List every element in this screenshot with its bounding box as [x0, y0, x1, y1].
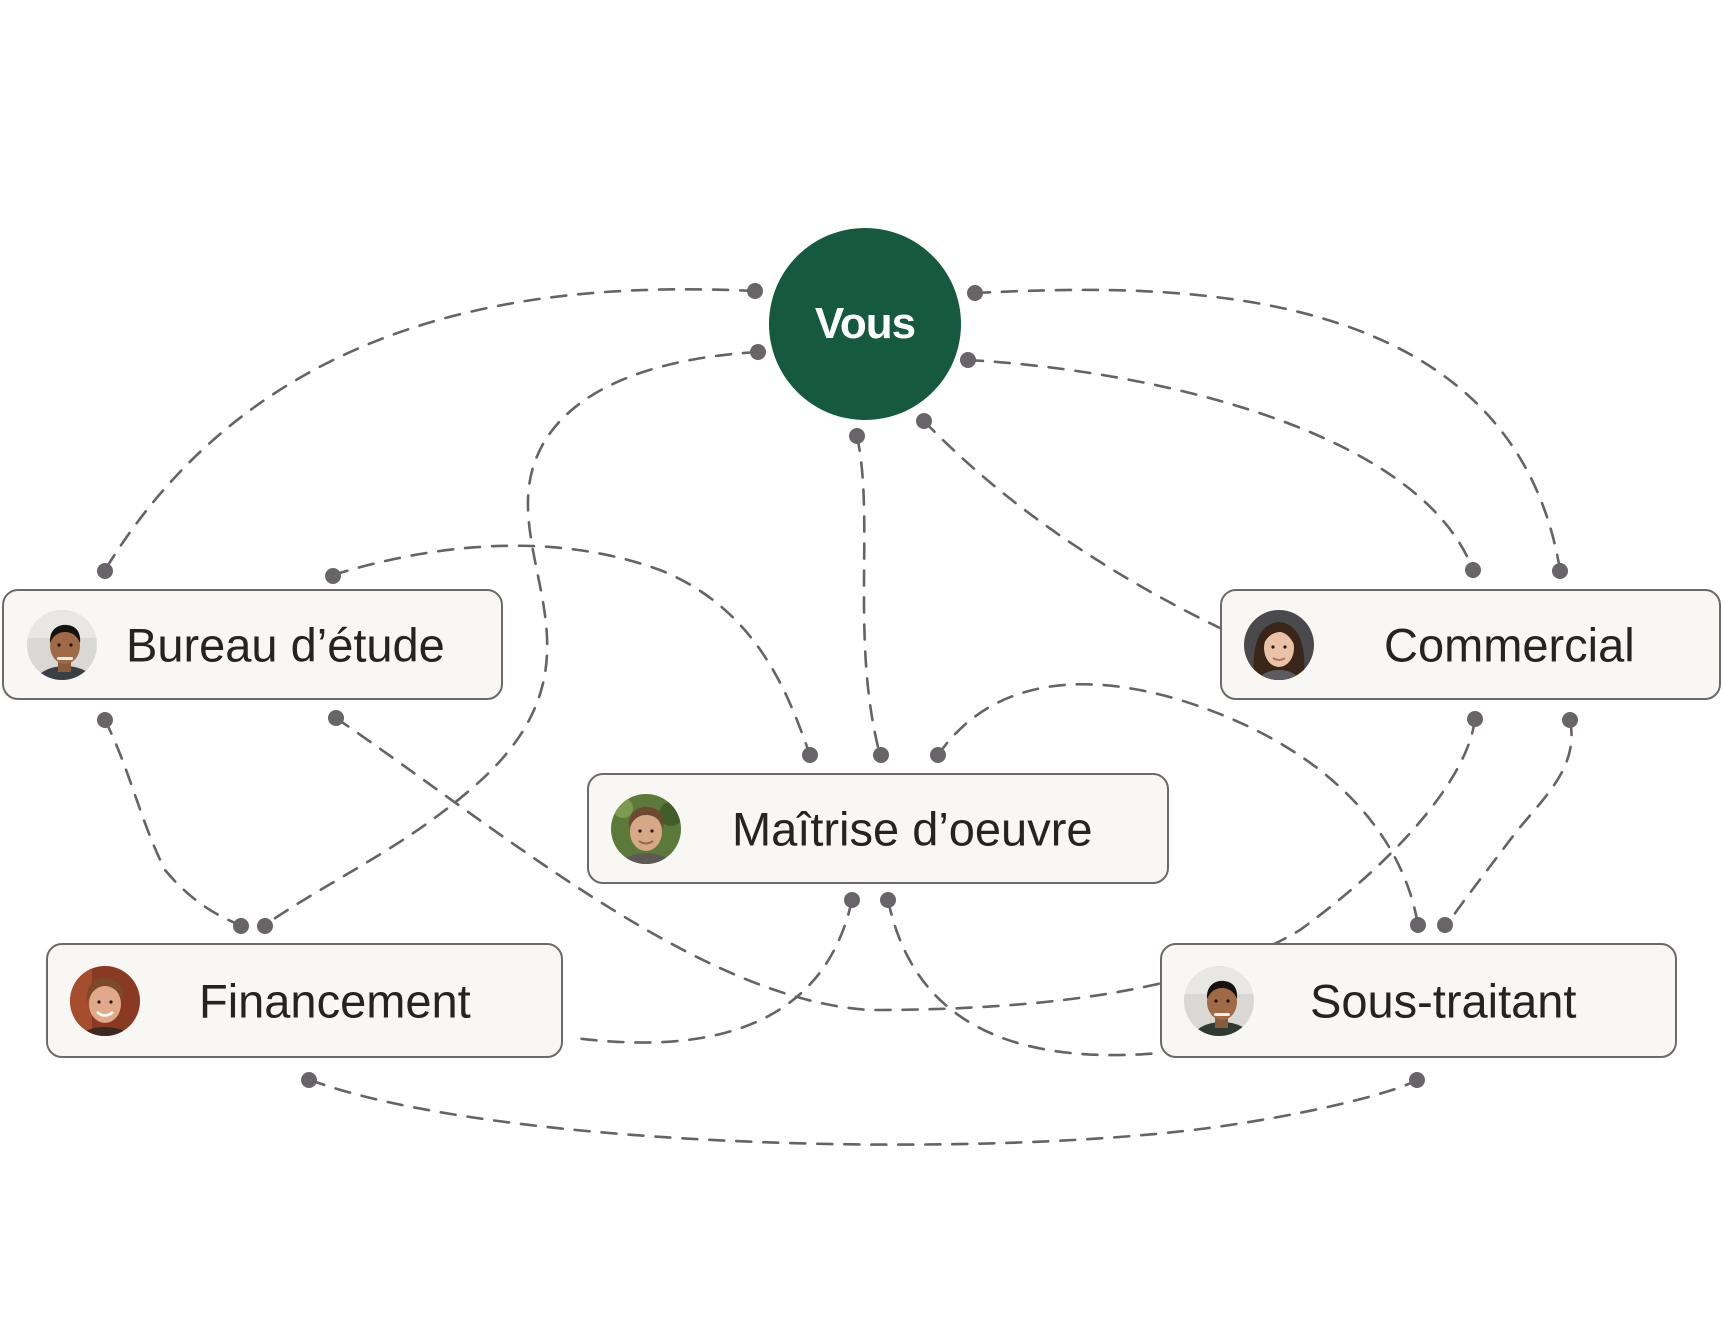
node-financement[interactable]: Financement — [46, 943, 563, 1058]
link-vous-commercial-outer — [973, 288, 1562, 572]
node-commercial[interactable]: Commercial — [1220, 589, 1721, 700]
avatar — [611, 793, 681, 864]
node-financement-label: Financement — [199, 974, 471, 1027]
avatar — [1244, 609, 1314, 680]
node-sous-traitant[interactable]: Sous-traitant — [1160, 943, 1677, 1058]
node-commercial-label: Commercial — [1384, 618, 1635, 671]
node-bureau-etude-label: Bureau d’étude — [126, 618, 445, 671]
person-avatar-1-icon — [27, 609, 97, 680]
node-bureau-etude[interactable]: Bureau d’étude — [2, 589, 503, 700]
link-maitrise-soustraitant-arc — [936, 682, 1420, 927]
link-bureau-commercial — [334, 716, 1477, 1012]
person-avatar-2-icon — [1244, 609, 1314, 680]
node-maitrise-oeuvre[interactable]: Maîtrise d’oeuvre — [587, 773, 1169, 884]
anchor-dots — [97, 283, 1578, 1088]
node-maitrise-oeuvre-label: Maîtrise d’oeuvre — [732, 802, 1093, 855]
link-financement-soustraitant — [308, 1078, 1419, 1146]
link-commercial-soustraitant — [1445, 718, 1573, 927]
node-vous-label: Vous — [814, 299, 916, 348]
link-maitrise-soustraitant — [886, 898, 1162, 1057]
person-avatar-4-icon — [70, 965, 140, 1036]
node-sous-traitant-label: Sous-traitant — [1310, 974, 1577, 1027]
link-vous-maitrise — [855, 434, 882, 757]
person-avatar-3-icon — [611, 793, 681, 864]
link-vous-financement — [263, 350, 760, 927]
node-vous[interactable]: Vous — [769, 228, 961, 420]
avatar — [70, 965, 140, 1036]
link-vous-commercial-inner — [966, 358, 1475, 572]
person-avatar-5-icon — [1184, 965, 1254, 1036]
link-vous-commercial-diag — [922, 419, 1222, 630]
link-maitrise-financement — [573, 898, 854, 1044]
avatar — [1184, 965, 1254, 1036]
avatar — [27, 609, 97, 680]
link-vous-bureau-outer — [103, 288, 757, 572]
link-bureau-maitrise — [331, 544, 812, 757]
link-bureau-financement — [103, 718, 242, 927]
